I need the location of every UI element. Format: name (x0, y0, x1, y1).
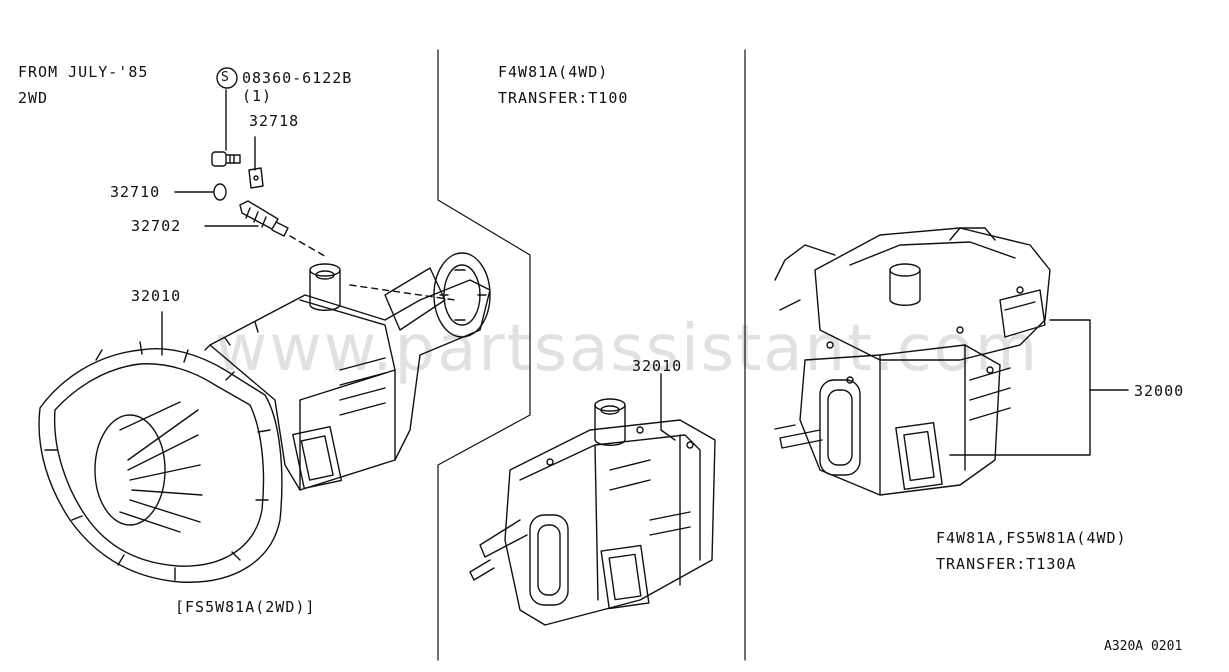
part-32010-middle[interactable]: 32010 (632, 357, 683, 375)
part-32000[interactable]: 32000 (1134, 382, 1185, 400)
diagram-code: A320A 0201 (1104, 639, 1183, 654)
right-caption-models: F4W81A,FS5W81A(4WD) (936, 529, 1127, 547)
plate-32718-icon (248, 136, 264, 189)
screw-symbol-icon (216, 67, 238, 89)
right-caption-transfer: TRANSFER:T130A (936, 555, 1077, 573)
part-32702[interactable]: 32702 (131, 217, 182, 235)
transmission-4wd-t130a-drawing (774, 227, 1129, 496)
part-08360-qty: (1) (242, 87, 273, 105)
part-32010-left[interactable]: 32010 (131, 287, 182, 305)
bolt-08360-icon (211, 89, 241, 167)
screw-symbol-label: S (221, 70, 229, 85)
transmission-2wd-drawing (38, 252, 491, 583)
oring-32710-icon (174, 183, 227, 201)
transmission-4wd-t100-drawing (469, 373, 716, 626)
part-32718[interactable]: 32718 (249, 112, 300, 130)
sensor-32702-icon (204, 200, 329, 259)
watermark: www.partsassistant.com (215, 312, 1040, 386)
part-32710[interactable]: 32710 (110, 183, 161, 201)
part-08360-6122b[interactable]: 08360-6122B (242, 69, 353, 87)
drive-note: 2WD (18, 89, 49, 107)
date-note: FROM JULY-'85 (18, 63, 149, 81)
middle-title-model: F4W81A(4WD) (498, 63, 609, 81)
panel-dividers (437, 49, 746, 661)
model-caption-2wd: [FS5W81A(2WD)] (175, 598, 316, 616)
middle-title-transfer: TRANSFER:T100 (498, 89, 629, 107)
